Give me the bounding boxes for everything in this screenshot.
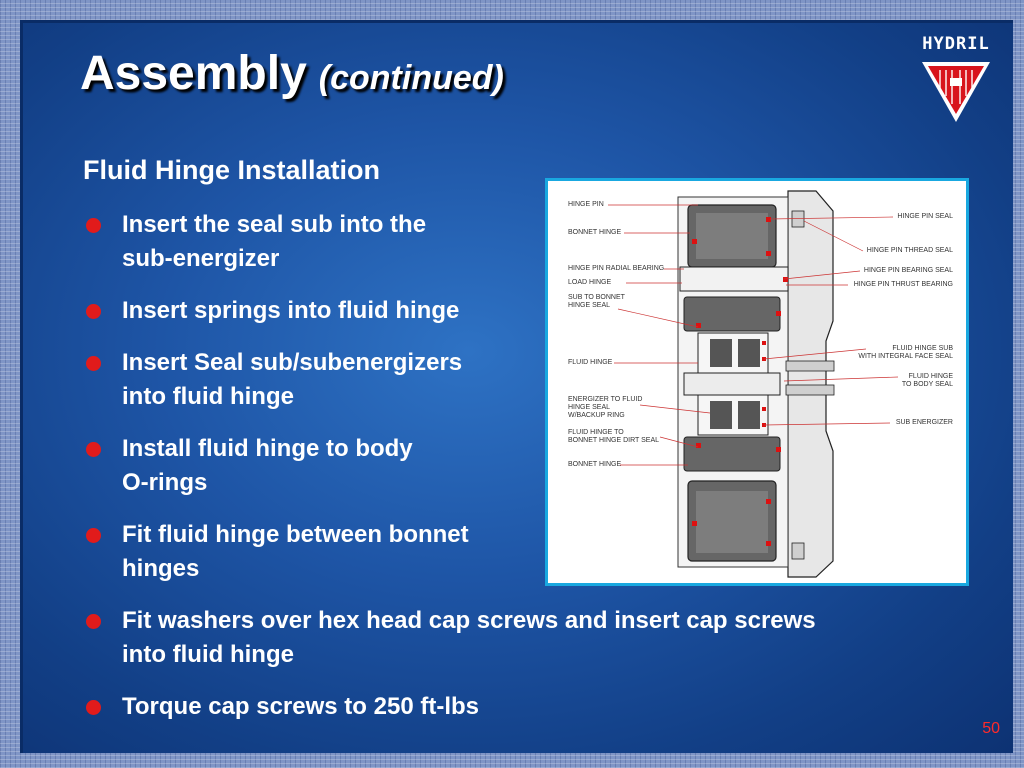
diagram-label: SUB ENERGIZER: [895, 419, 953, 426]
slide-title: Assembly (continued): [80, 46, 504, 101]
diagram-label: LOAD HINGE: [568, 279, 612, 286]
bullet-icon: [86, 614, 101, 629]
bullet-icon: [86, 700, 101, 715]
diagram-label: BONNET HINGE: [568, 229, 622, 236]
bullet-icon: [86, 304, 101, 319]
diagram-label: HINGE PIN: [568, 201, 604, 208]
bullet-icon: [86, 356, 101, 371]
diagram-label: HINGE PIN THRUST BEARING: [853, 281, 953, 288]
list-item: Insert springs into fluid hinge: [84, 294, 459, 328]
list-item: Torque cap screws to 250 ft-lbs: [84, 690, 479, 724]
list-item: Fit washers over hex head cap screws and…: [84, 604, 816, 672]
fluid-hinge-diagram: HINGE PIN BONNET HINGE HINGE PIN RADIAL …: [545, 178, 969, 586]
diagram-label: FLUID HINGE: [568, 359, 613, 366]
fluid-hinge-cross-section: [608, 190, 899, 578]
page-number: 50: [982, 720, 1000, 737]
bullet-icon: [86, 528, 101, 543]
section-subheading: Fluid Hinge Installation: [83, 155, 380, 185]
logo-text: HYDRIL: [922, 34, 990, 54]
diagram-label: HINGE PIN BEARING SEAL: [863, 267, 953, 274]
diagram-label: HINGE PIN RADIAL BEARING: [568, 265, 665, 272]
diagram-label: HINGE PIN SEAL: [897, 213, 953, 220]
bullet-icon: [86, 218, 101, 233]
title-suffix: (continued): [318, 59, 504, 97]
hydril-logo: HYDRIL: [910, 34, 1002, 126]
bullet-icon: [86, 442, 101, 457]
diagram-label: HINGE PIN THREAD SEAL: [866, 247, 953, 254]
diagram-label: BONNET HINGE: [568, 461, 622, 468]
logo-shield-icon: [922, 62, 990, 122]
title-main: Assembly: [80, 47, 307, 100]
